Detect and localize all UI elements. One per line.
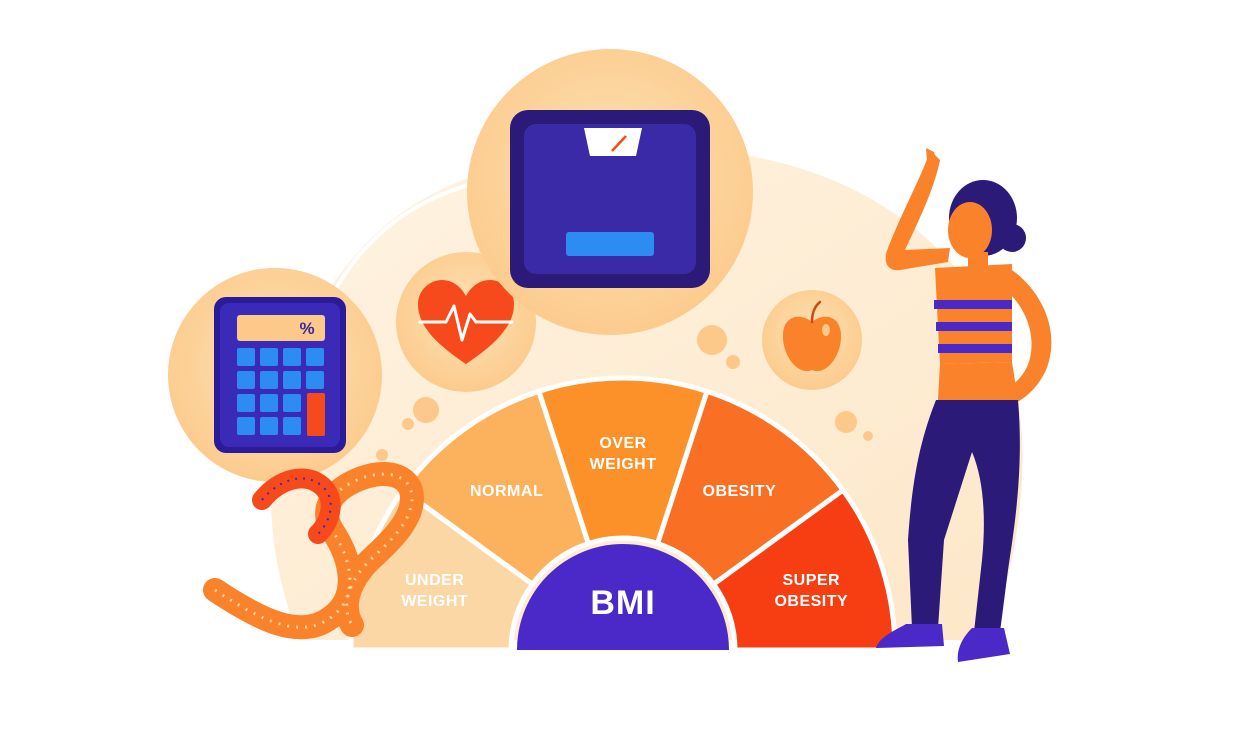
gauge-segment-label: OVER WEIGHT [590,435,657,473]
measuring-tape-icon [203,462,425,640]
gauge-segment-3 [535,375,711,547]
gauge-segment-label-line2: OBESITY [774,593,848,610]
gauge-segment-label: OBESITY [703,483,777,500]
calculator-key [260,394,278,412]
calculator-key [260,348,278,366]
gauge-segment-label: UNDER WEIGHT [401,572,468,610]
gauge-segment-label-line1: SUPER [782,572,840,589]
calculator-key [260,371,278,389]
calculator-key [283,348,301,366]
gauge-center-hub [517,544,729,650]
apple-icon [762,290,862,390]
woman-pointing-figure [876,148,1052,662]
calculator-key [283,371,301,389]
gauge-segment-label-line2: WEIGHT [590,456,657,473]
calculator-key [306,348,324,366]
calculator-icon: % [168,268,382,482]
calculator-key [237,394,255,412]
gauge-segment-4 [654,388,847,588]
calculator-key [283,417,301,435]
heartbeat-icon [396,252,536,392]
gauge-segment-label-line1: UNDER [405,572,464,589]
calculator-key [237,348,255,366]
decor-bubbles [376,325,873,461]
gauge-segment-2 [399,388,592,588]
calculator-key [283,394,301,412]
gauge-segment-label-line2: WEIGHT [401,593,468,610]
gauge-segment-label-line1: OVER [599,435,646,452]
gauge-center-label: BMI [590,584,655,622]
calculator-key [260,417,278,435]
calculator-display-text: % [299,319,314,338]
calculator-key [237,417,255,435]
weighing-scale-icon [467,49,753,335]
calculator-key [237,371,255,389]
gauge-segment-label: NORMAL [470,483,543,500]
gauge-segment-label: SUPER OBESITY [774,572,848,610]
calculator-key [306,371,324,389]
